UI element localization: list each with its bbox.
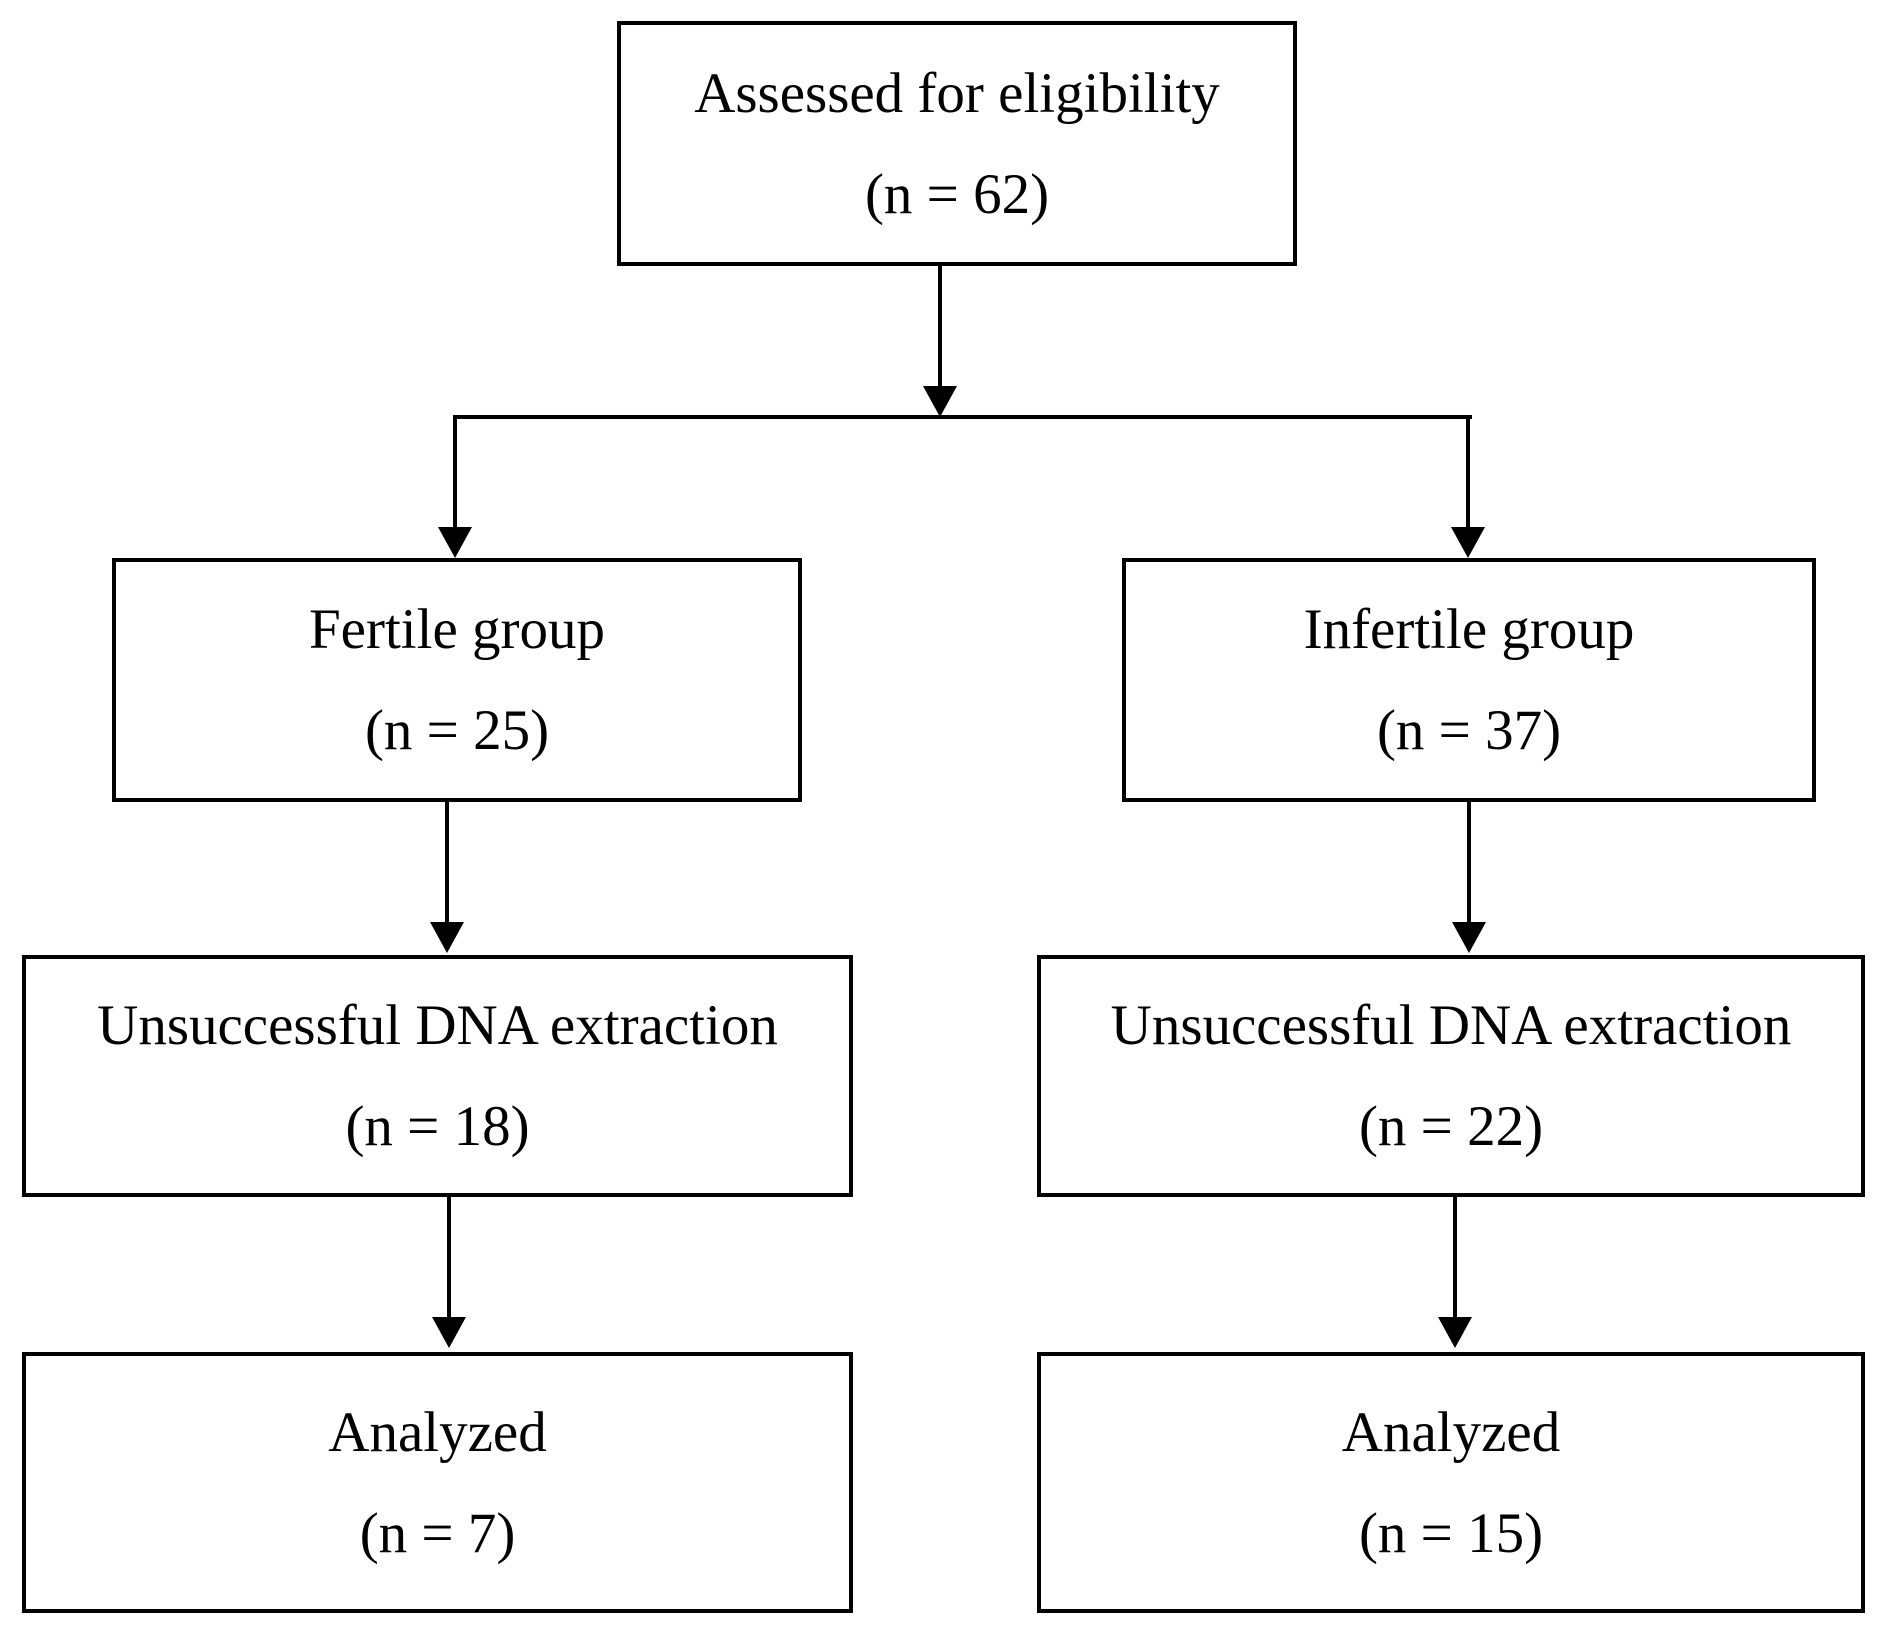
connector-fertile-dna-to-analyzed: [447, 1197, 451, 1319]
box-fertile-analyzed: Analyzed (n = 7): [22, 1352, 853, 1613]
box-label: Unsuccessful DNA extraction: [1110, 994, 1792, 1057]
arrowhead-infertile-dna: [1452, 922, 1486, 953]
box-label: Assessed for eligibility: [694, 61, 1220, 125]
box-assessed-for-eligibility: Assessed for eligibility (n = 62): [617, 21, 1297, 266]
box-fertile-unsuccessful-dna: Unsuccessful DNA extraction (n = 18): [22, 955, 853, 1197]
box-count: (n = 15): [1358, 1501, 1544, 1565]
box-count: (n = 37): [1376, 699, 1562, 762]
connector-eligibility-stem: [938, 266, 942, 389]
box-infertile-analyzed: Analyzed (n = 15): [1037, 1352, 1865, 1613]
connector-split-to-fertile: [453, 419, 457, 529]
box-count: (n = 22): [1358, 1095, 1544, 1158]
connector-split-line: [453, 415, 1472, 419]
connector-infertile-dna-to-analyzed: [1453, 1197, 1457, 1319]
connector-split-to-infertile: [1466, 419, 1470, 529]
arrowhead-fertile-dna: [430, 922, 464, 953]
box-count: (n = 25): [364, 699, 550, 762]
box-label: Analyzed: [328, 1400, 547, 1464]
arrowhead-infertile-analyzed: [1438, 1317, 1472, 1348]
box-infertile-unsuccessful-dna: Unsuccessful DNA extraction (n = 22): [1037, 955, 1865, 1197]
box-infertile-group: Infertile group (n = 37): [1122, 558, 1816, 802]
arrowhead-infertile: [1451, 527, 1485, 558]
arrowhead-fertile: [438, 527, 472, 558]
arrowhead-eligibility-split: [923, 386, 957, 417]
connector-infertile-to-dna: [1467, 802, 1471, 924]
box-count: (n = 7): [359, 1501, 516, 1565]
box-fertile-group: Fertile group (n = 25): [112, 558, 802, 802]
box-count: (n = 62): [864, 162, 1050, 226]
arrowhead-fertile-analyzed: [432, 1317, 466, 1348]
box-count: (n = 18): [345, 1095, 530, 1158]
box-label: Analyzed: [1341, 1400, 1561, 1464]
box-label: Fertile group: [308, 598, 606, 661]
connector-fertile-to-dna: [445, 802, 449, 924]
box-label: Unsuccessful DNA extraction: [97, 994, 778, 1057]
box-label: Infertile group: [1303, 598, 1635, 661]
